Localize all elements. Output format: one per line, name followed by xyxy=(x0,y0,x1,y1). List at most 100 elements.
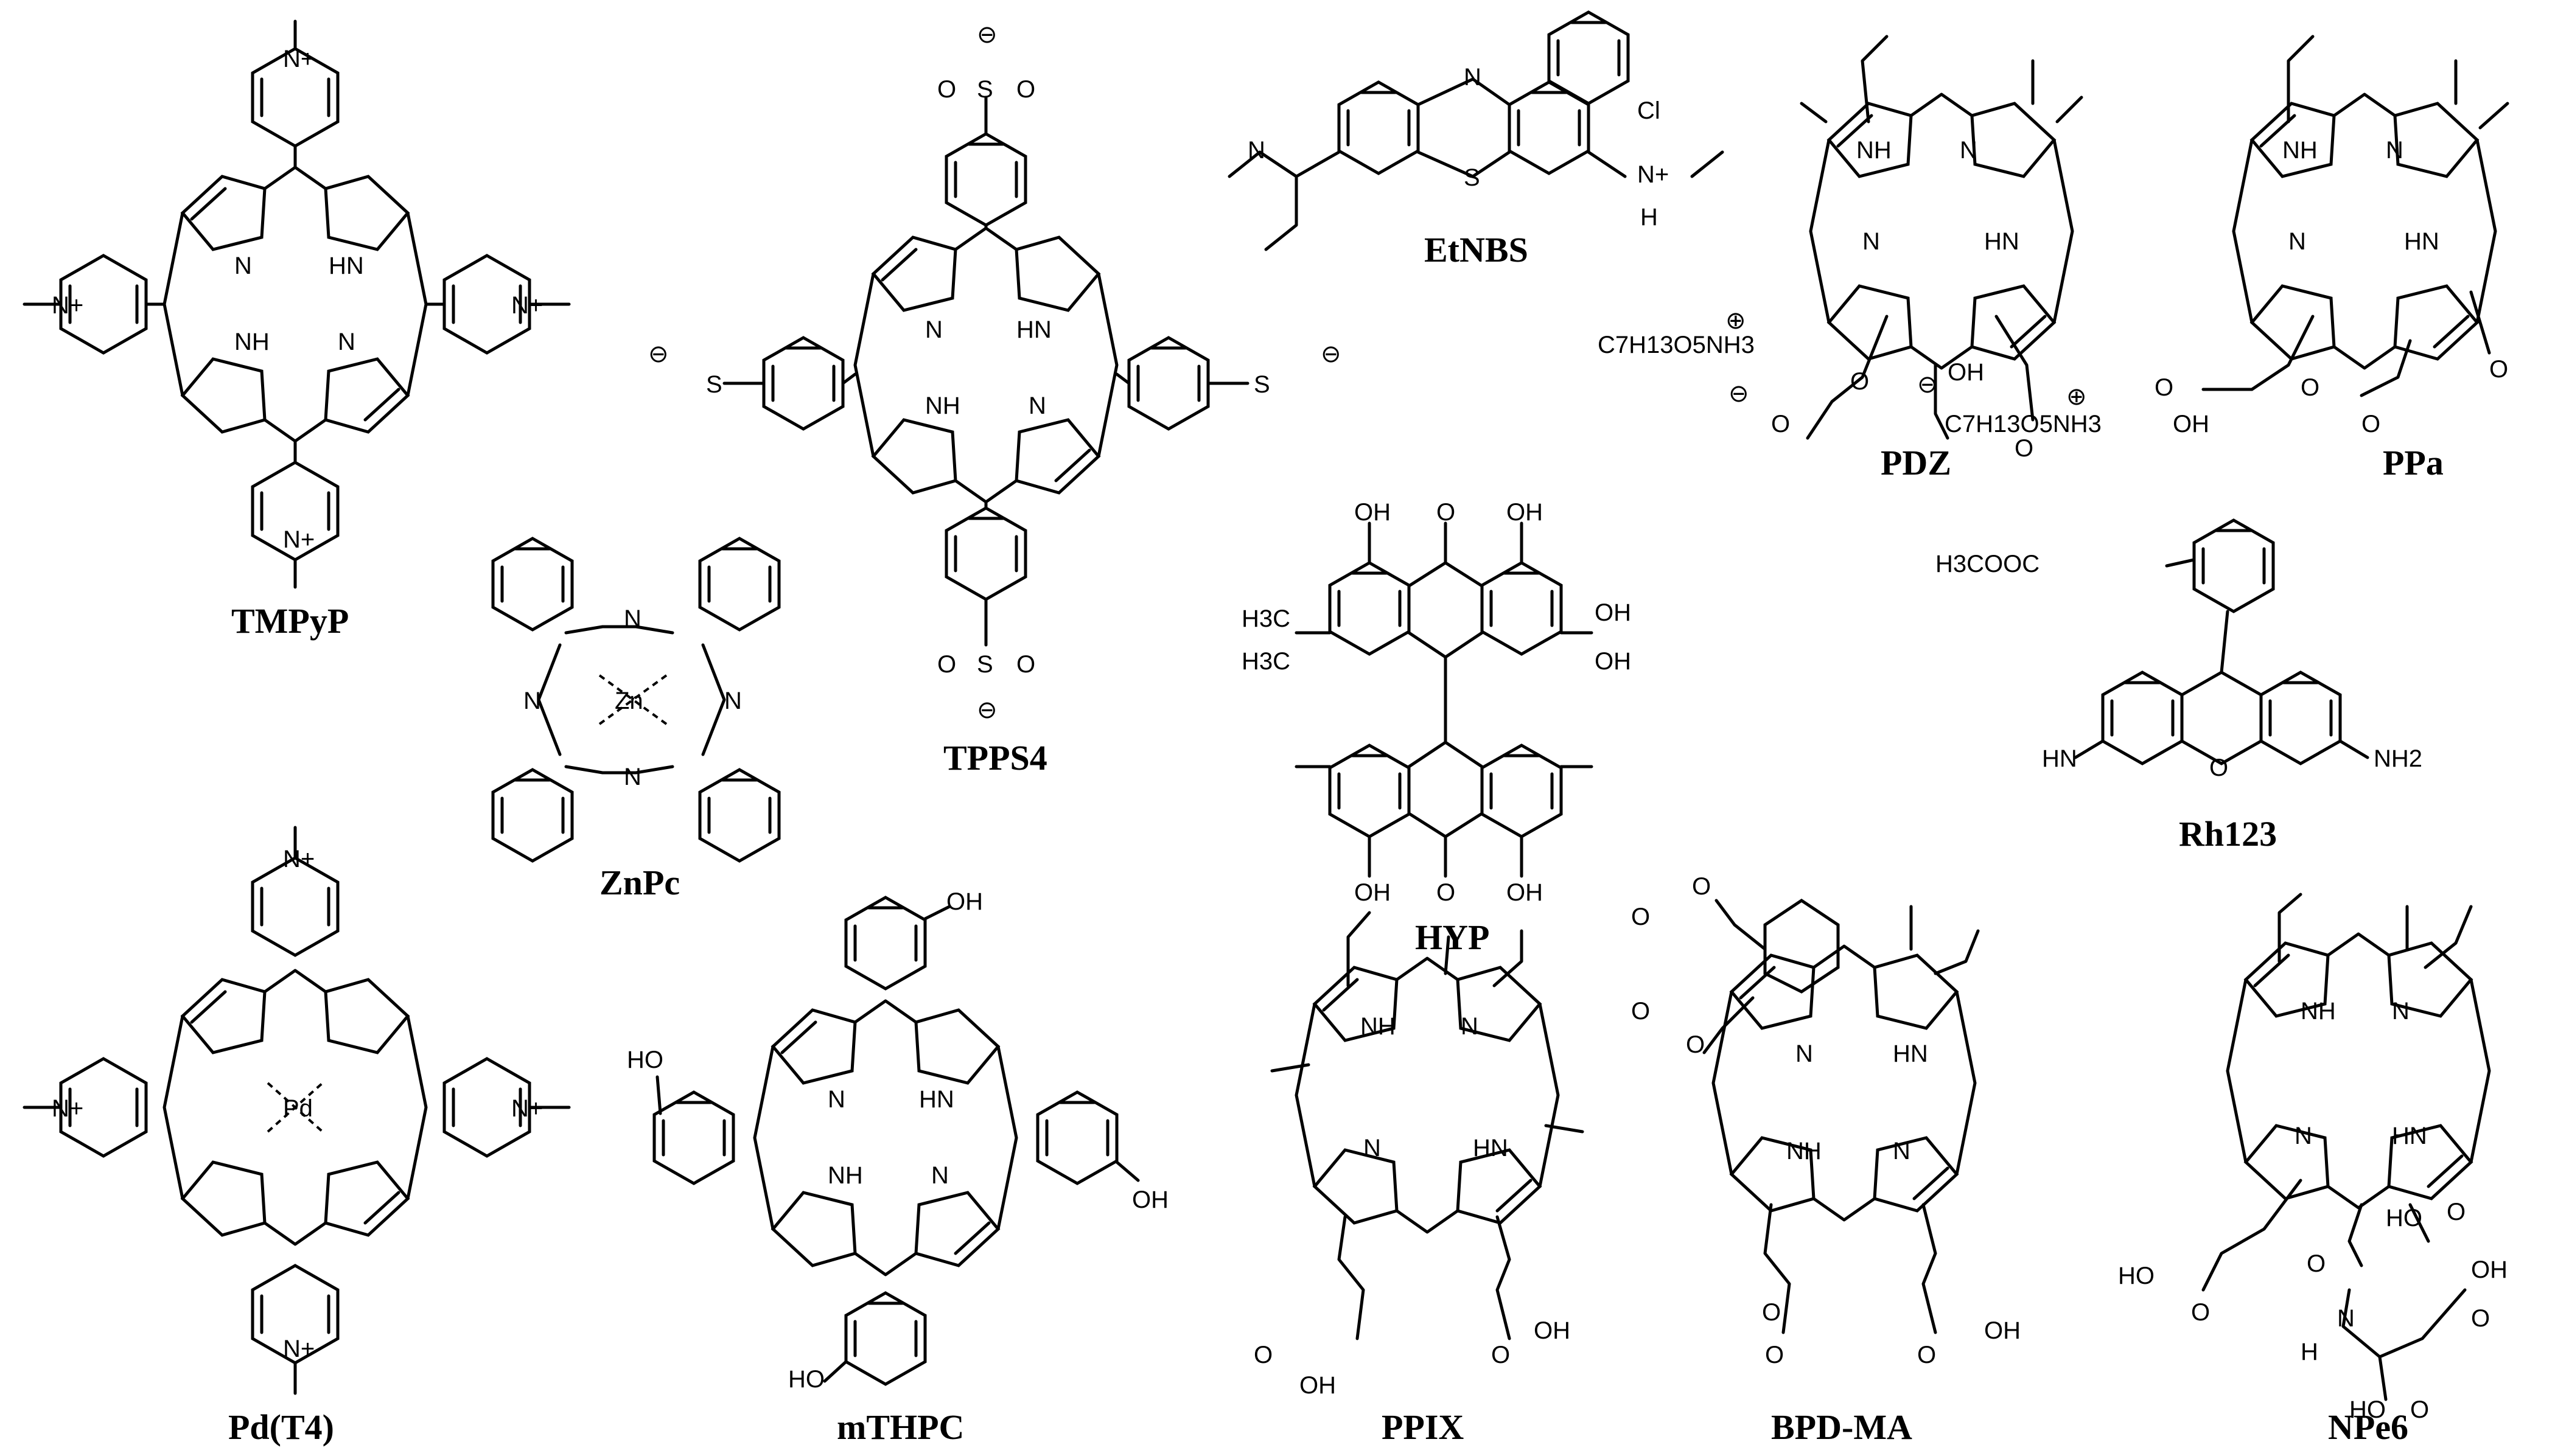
n-plus-atom: N+ xyxy=(283,846,315,873)
label-hyp: HYP xyxy=(1415,918,1489,957)
hydroxy-group: HO xyxy=(2118,1263,2155,1289)
n-atom: N xyxy=(925,316,943,343)
methyl-group: H3C xyxy=(1242,648,1290,675)
structure-ppix: NH N N HN O OH O OH PPIX xyxy=(1254,911,1584,1447)
hydroxy-group: OH xyxy=(1595,648,1631,675)
hn-atom: HN xyxy=(919,1086,954,1113)
n-atom: N xyxy=(624,764,641,790)
ominus-symbol: ⊖ xyxy=(977,21,998,48)
hn-atom: HN xyxy=(2392,1123,2427,1149)
hydroxy-group: OH xyxy=(1132,1186,1169,1213)
zinc-atom: Zn xyxy=(615,688,643,714)
oxygen-atom: O xyxy=(2209,754,2228,781)
ominus-symbol: ⊖ xyxy=(1728,380,1749,407)
oxygen-atom: O xyxy=(937,651,956,678)
n-atom: N xyxy=(1029,392,1046,419)
n-atom: N xyxy=(1248,137,1265,164)
n-plus-atom: N+ xyxy=(283,526,315,553)
hn-atom: HN xyxy=(1893,1040,1928,1067)
chloride: Cl xyxy=(1637,97,1660,124)
oxygen-atom: O xyxy=(1436,499,1455,526)
structure-rh123: O HN NH2 H3COOC Rh123 xyxy=(1935,520,2422,854)
sulfur-atom: S xyxy=(1254,371,1270,398)
oxygen-atom: O xyxy=(2471,1305,2490,1332)
n-atom: N xyxy=(2386,137,2403,164)
hydroxy-group: OH xyxy=(1534,1317,1570,1344)
oxygen-atom: O xyxy=(2447,1199,2466,1225)
hn-atom: HN xyxy=(1473,1135,1508,1162)
n-atom: N xyxy=(1960,137,1977,164)
nh-atom: NH xyxy=(828,1162,863,1189)
ester-group: H3COOC xyxy=(1935,551,2039,577)
structure-etnbs: N N S N+ H Cl EtNBS xyxy=(1228,12,1724,270)
oxygen-atom: O xyxy=(2155,374,2173,401)
oxygen-atom: O xyxy=(1771,411,1790,437)
nh-atom: NH xyxy=(925,392,960,419)
structure-tmpyp: N+ N+ N+ N+ N HN NH N TMPyP xyxy=(23,19,571,641)
label-mthpc: mTHPC xyxy=(837,1407,964,1447)
nh-atom: NH xyxy=(234,329,270,355)
oxygen-atom: O xyxy=(2410,1396,2429,1423)
structure-pdt4: N+ N+ N+ N+ Pd Pd(T4) xyxy=(23,826,571,1447)
label-etnbs: EtNBS xyxy=(1424,230,1528,270)
nh-atom: NH xyxy=(2282,137,2318,164)
label-bpdma: BPD-MA xyxy=(1771,1407,1912,1447)
hydroxy-group: OH xyxy=(2173,411,2209,437)
n-plus-atom: N+ xyxy=(52,1095,83,1122)
label-npe6: NPe6 xyxy=(2328,1407,2408,1447)
nh-atom: NH xyxy=(2301,998,2336,1025)
structure-tpps4: S O O ⊖ S O O ⊖ S ⊖ S ⊖ N HN NH N TPPS4 xyxy=(648,21,1341,778)
label-tmpyp: TMPyP xyxy=(231,601,349,641)
n-atom: N xyxy=(2295,1123,2312,1149)
structure-hyp: OH O OH OH OH H3C H3C OH O OH HYP xyxy=(1242,499,1631,957)
oxygen-atom: O xyxy=(2307,1250,2326,1277)
oxygen-atom: O xyxy=(2191,1299,2210,1326)
hn-atom: HN xyxy=(1016,316,1052,343)
n-atom: N xyxy=(1893,1138,1910,1165)
oxygen-atom: O xyxy=(1631,998,1650,1025)
structure-ppa: NH N N HN O OH O O O PPa xyxy=(2155,35,2509,482)
oxygen-atom: O xyxy=(1762,1299,1781,1326)
hydroxy-group: OH xyxy=(1354,879,1391,906)
n-atom: N xyxy=(1363,1135,1381,1162)
structure-mthpc: OH HO OH HO N HN NH N mTHPC xyxy=(627,888,1169,1447)
n-atom: N xyxy=(1862,228,1880,255)
n-atom: N xyxy=(338,329,355,355)
hydroxy-group: OH xyxy=(1595,599,1631,626)
oxygen-atom: O xyxy=(937,76,956,103)
ominus-symbol: ⊖ xyxy=(977,697,998,723)
h-atom: H xyxy=(2301,1339,2318,1365)
label-tpps4: TPPS4 xyxy=(943,738,1047,778)
oxygen-atom: O xyxy=(1692,873,1711,900)
n-plus-atom: N+ xyxy=(283,46,315,72)
ominus-symbol: ⊖ xyxy=(1321,341,1341,367)
n-atom: N xyxy=(1464,64,1481,91)
n-atom: N xyxy=(2288,228,2306,255)
structure-pdz: NH N N HN OH O ⊖ O ⊖ O C7H13O5NH3 ⊕ C7H1… xyxy=(1598,35,2102,482)
oxygen-atom: O xyxy=(1631,904,1650,930)
n-plus-atom: N+ xyxy=(511,1095,543,1122)
oxygen-atom: O xyxy=(1254,1342,1273,1368)
hn-atom: HN xyxy=(1984,228,2019,255)
oxygen-atom: O xyxy=(1917,1342,1936,1368)
hn-atom: HN xyxy=(2404,228,2439,255)
oxygen-atom: O xyxy=(2015,435,2033,462)
label-ppa: PPa xyxy=(2383,443,2444,482)
nh-atom: NH xyxy=(1786,1138,1822,1165)
imine-group: HN xyxy=(2042,745,2077,772)
nh-atom: NH xyxy=(1856,137,1892,164)
nh-atom: NH xyxy=(1360,1013,1396,1040)
hydroxy-group: OH xyxy=(1299,1372,1336,1399)
n-atom: N xyxy=(828,1086,845,1113)
hn-atom: HN xyxy=(329,253,364,279)
sulfur-atom: S xyxy=(977,651,993,678)
label-rh123: Rh123 xyxy=(2179,814,2277,854)
oxygen-atom: O xyxy=(1016,651,1035,678)
oxygen-atom: O xyxy=(1686,1031,1705,1058)
n-plus-atom: N+ xyxy=(1637,161,1669,188)
palladium-atom: Pd xyxy=(283,1095,313,1122)
sulfur-atom: S xyxy=(977,76,993,103)
label-pdz: PDZ xyxy=(1881,443,1951,482)
plus-symbol: ⊕ xyxy=(1725,307,1746,334)
